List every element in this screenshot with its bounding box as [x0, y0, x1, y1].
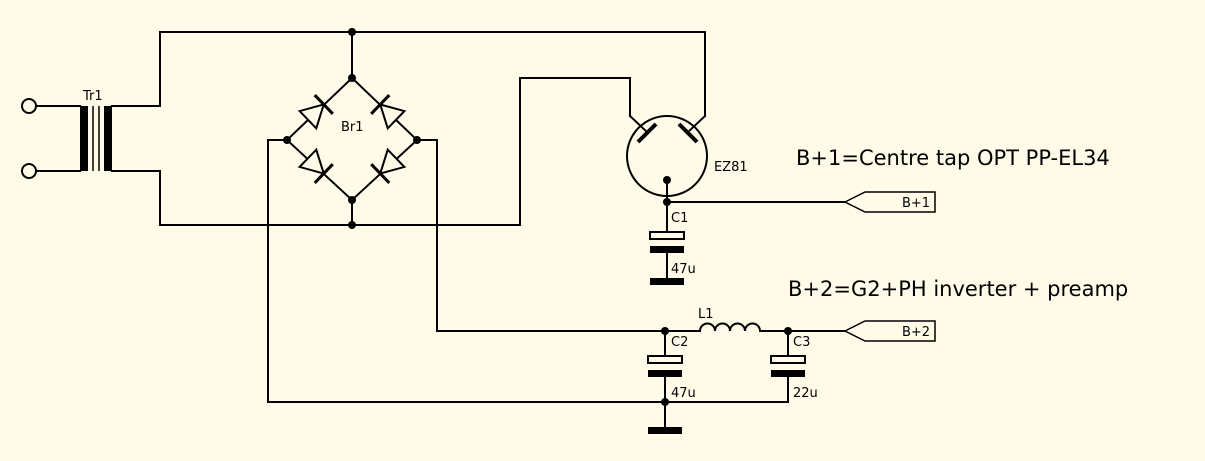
c1-name: C1 — [671, 211, 688, 226]
transformer-label: Tr1 — [82, 89, 103, 104]
c3-value: 22u — [793, 386, 818, 401]
transformer-tr1: Tr1 — [80, 31, 706, 226]
capacitor-c1: C1 47u — [649, 211, 696, 285]
port-b2: B+2 — [843, 320, 936, 342]
input-terminals — [21, 98, 81, 179]
junction-dots — [283, 28, 792, 406]
b2-rail: L1 C2 47u C3 22u B+2 — [647, 307, 936, 434]
note-b1: B+1=Centre tap OPT PP-EL34 — [796, 146, 1110, 170]
bridge-label: Br1 — [341, 120, 364, 135]
diode-bottom-right — [370, 147, 407, 184]
port-b2-label: B+2 — [902, 325, 930, 340]
inductor-l1: L1 — [698, 307, 761, 332]
note-b2: B+2=G2+PH inverter + preamp — [788, 277, 1128, 301]
diode-bottom-left — [297, 147, 334, 184]
capacitor-c3: C3 22u — [664, 330, 818, 403]
c2-name: C2 — [671, 335, 688, 350]
bridge-rectifier-br1: Br1 — [267, 31, 666, 403]
port-b1-label: B+1 — [902, 196, 930, 211]
diode-top-right — [370, 94, 407, 131]
b1-rail: C1 47u B+1 — [649, 179, 936, 285]
tube-label: EZ81 — [714, 160, 748, 175]
port-b1: B+1 — [843, 191, 936, 213]
diode-top-left — [297, 94, 334, 131]
input-terminal-bottom — [21, 163, 37, 179]
capacitor-c2: C2 47u — [647, 330, 696, 434]
rectifier-tube-ez81: EZ81 — [626, 114, 748, 197]
c3-name: C3 — [793, 335, 810, 350]
c1-value: 47u — [671, 262, 696, 277]
input-terminal-top — [21, 98, 37, 114]
inductor-label: L1 — [698, 307, 714, 322]
c2-value: 47u — [671, 386, 696, 401]
